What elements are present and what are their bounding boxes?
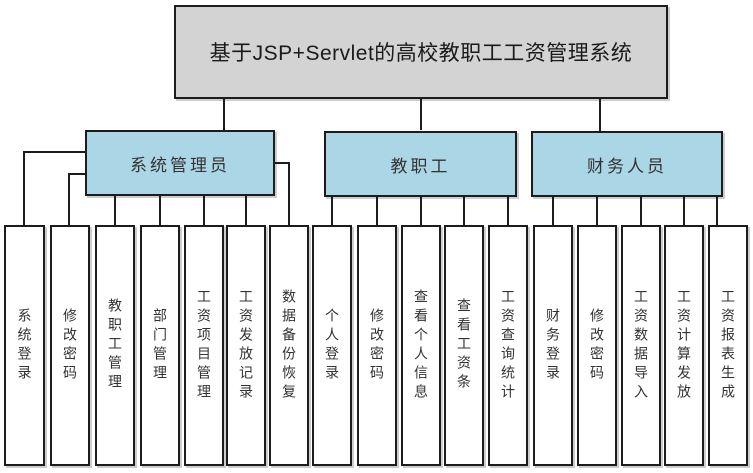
role-box-admin: 系统管理员 xyxy=(85,130,275,196)
leaf-box-department-management: 部门管理 xyxy=(140,225,180,466)
leaf-box-salary-query-statistics: 工资查询统计 xyxy=(488,225,528,466)
role-box-finance: 财务人员 xyxy=(531,131,723,197)
connector xyxy=(640,197,642,225)
leaf-label: 部门管理 xyxy=(152,307,168,384)
connector xyxy=(420,197,422,225)
connector xyxy=(420,99,422,130)
root-title-box: 基于JSP+Servlet的高校教职工工资管理系统 xyxy=(174,5,668,99)
leaf-box-change-password-admin: 修改密码 xyxy=(50,225,90,466)
connector xyxy=(376,197,378,225)
connector xyxy=(683,197,685,225)
leaf-label: 工资项目管理 xyxy=(196,288,212,403)
connector xyxy=(599,99,601,131)
leaf-box-salary-report-generation: 工资报表生成 xyxy=(708,225,748,466)
leaf-box-personal-login: 个人登录 xyxy=(312,225,352,466)
connector xyxy=(275,162,290,164)
leaf-label: 查看个人信息 xyxy=(413,288,429,403)
leaf-label: 数据备份恢复 xyxy=(281,288,297,403)
leaf-label: 工资计算发放 xyxy=(676,288,692,403)
role-box-staff: 教职工 xyxy=(324,131,517,197)
connector xyxy=(507,197,509,225)
connector xyxy=(288,162,290,225)
leaf-box-view-personal-info: 查看个人信息 xyxy=(401,225,441,466)
leaf-box-salary-calc-payment: 工资计算发放 xyxy=(664,225,704,466)
connector xyxy=(68,173,70,225)
leaf-label: 财务登录 xyxy=(545,307,561,384)
role-label: 财务人员 xyxy=(587,156,667,176)
connector xyxy=(203,196,205,225)
leaf-label: 工资查询统计 xyxy=(500,288,516,403)
role-label: 教职工 xyxy=(390,156,451,176)
connector xyxy=(23,151,25,225)
connector xyxy=(68,173,85,175)
connector xyxy=(331,197,333,225)
connector xyxy=(463,197,465,225)
connector xyxy=(596,197,598,225)
leaf-box-finance-login: 财务登录 xyxy=(533,225,573,466)
leaf-label: 系统登录 xyxy=(16,307,33,384)
connector xyxy=(552,197,554,225)
connector xyxy=(223,99,225,130)
role-label: 系统管理员 xyxy=(130,155,230,175)
leaf-label: 工资发放记录 xyxy=(238,288,254,403)
leaf-label: 查看工资条 xyxy=(456,298,472,393)
leaf-box-change-password-staff: 修改密码 xyxy=(357,225,397,466)
leaf-label: 工资报表生成 xyxy=(720,288,736,403)
leaf-box-system-login: 系统登录 xyxy=(4,225,45,466)
leaf-box-change-password-finance: 修改密码 xyxy=(577,225,617,466)
leaf-label: 修改密码 xyxy=(369,307,385,384)
leaf-label: 修改密码 xyxy=(589,307,605,384)
leaf-box-staff-management: 教职工管理 xyxy=(95,225,135,466)
connector xyxy=(245,196,247,225)
connector xyxy=(159,196,161,225)
leaf-label: 修改密码 xyxy=(62,307,78,384)
connector xyxy=(23,151,85,153)
leaf-box-salary-data-import: 工资数据导入 xyxy=(621,225,661,466)
leaf-label: 工资数据导入 xyxy=(633,288,649,403)
leaf-label: 个人登录 xyxy=(324,307,340,384)
leaf-box-data-backup-restore: 数据备份恢复 xyxy=(269,225,309,466)
leaf-box-salary-payment-record: 工资发放记录 xyxy=(226,225,266,466)
leaf-label: 教职工管理 xyxy=(107,298,123,393)
connector xyxy=(716,197,718,225)
leaf-box-salary-item-management: 工资项目管理 xyxy=(184,225,224,466)
connector xyxy=(114,196,116,225)
leaf-box-view-payslip: 查看工资条 xyxy=(444,225,484,466)
diagram-title: 基于JSP+Servlet的高校教职工工资管理系统 xyxy=(209,42,633,65)
